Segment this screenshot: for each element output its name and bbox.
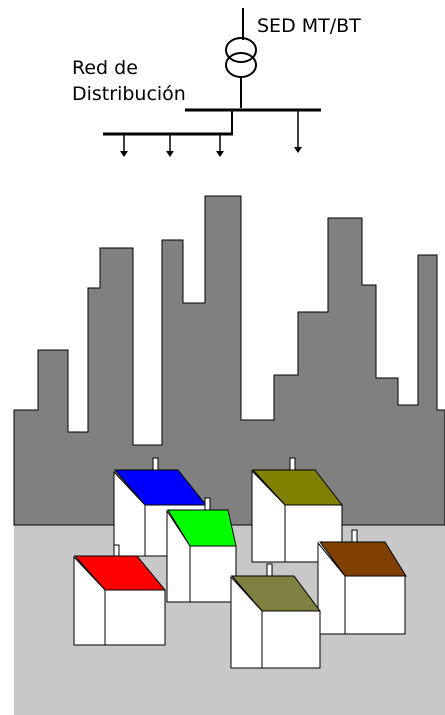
transformer-symbol	[225, 8, 257, 108]
city-skyline	[13, 195, 445, 526]
house-khaki	[230, 563, 321, 669]
network-label-line1: Red de	[72, 57, 138, 79]
house-brown	[317, 529, 407, 635]
house-green	[166, 497, 237, 603]
distribution-network	[103, 108, 321, 157]
network-label-line2: Distribución	[72, 83, 186, 105]
transformer-label: SED MT/BT	[257, 15, 361, 37]
house-red	[73, 544, 167, 646]
